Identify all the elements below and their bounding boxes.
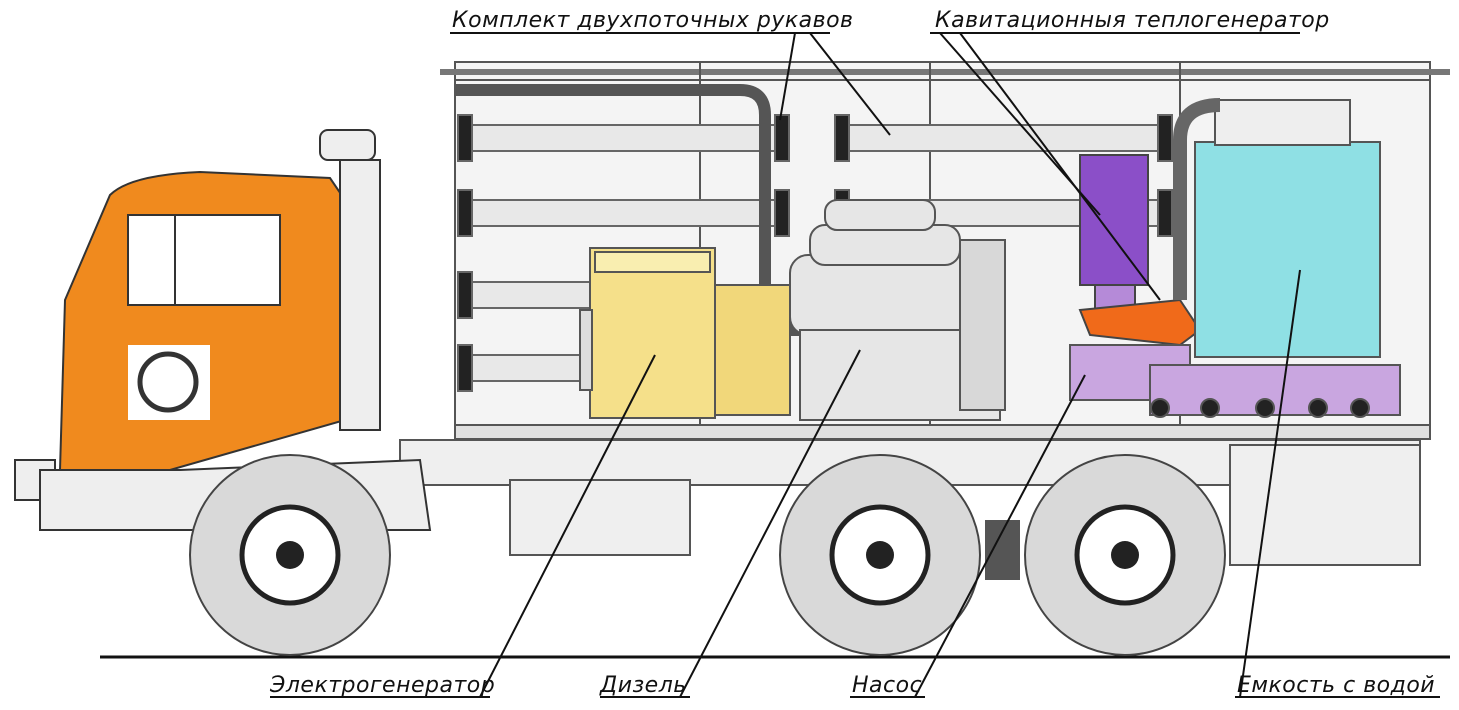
- label-water-tank: Емкость с водой: [1237, 673, 1435, 698]
- label-heat-generator: Кавитационныя теплогенератор: [935, 8, 1330, 33]
- label-pump: Насос: [852, 673, 922, 698]
- water-tank: [1173, 98, 1381, 358]
- diesel-engine: [789, 199, 1006, 421]
- wheel-rear-2: [1024, 454, 1226, 656]
- truck-cab: [14, 129, 432, 531]
- leader-lines: [270, 32, 1440, 698]
- label-hoses: Комплект двухпоточных рукавов: [452, 8, 854, 33]
- differential: [985, 520, 1020, 580]
- wheel-front: [189, 454, 391, 656]
- heat-generator: [1078, 154, 1202, 347]
- label-diesel: Дизель: [599, 673, 687, 698]
- label-electrogenerator: Электрогенератор: [269, 673, 495, 698]
- electrogenerator: [579, 247, 791, 419]
- pump-frame: [1069, 344, 1401, 418]
- wheel-rear-1: [779, 454, 981, 656]
